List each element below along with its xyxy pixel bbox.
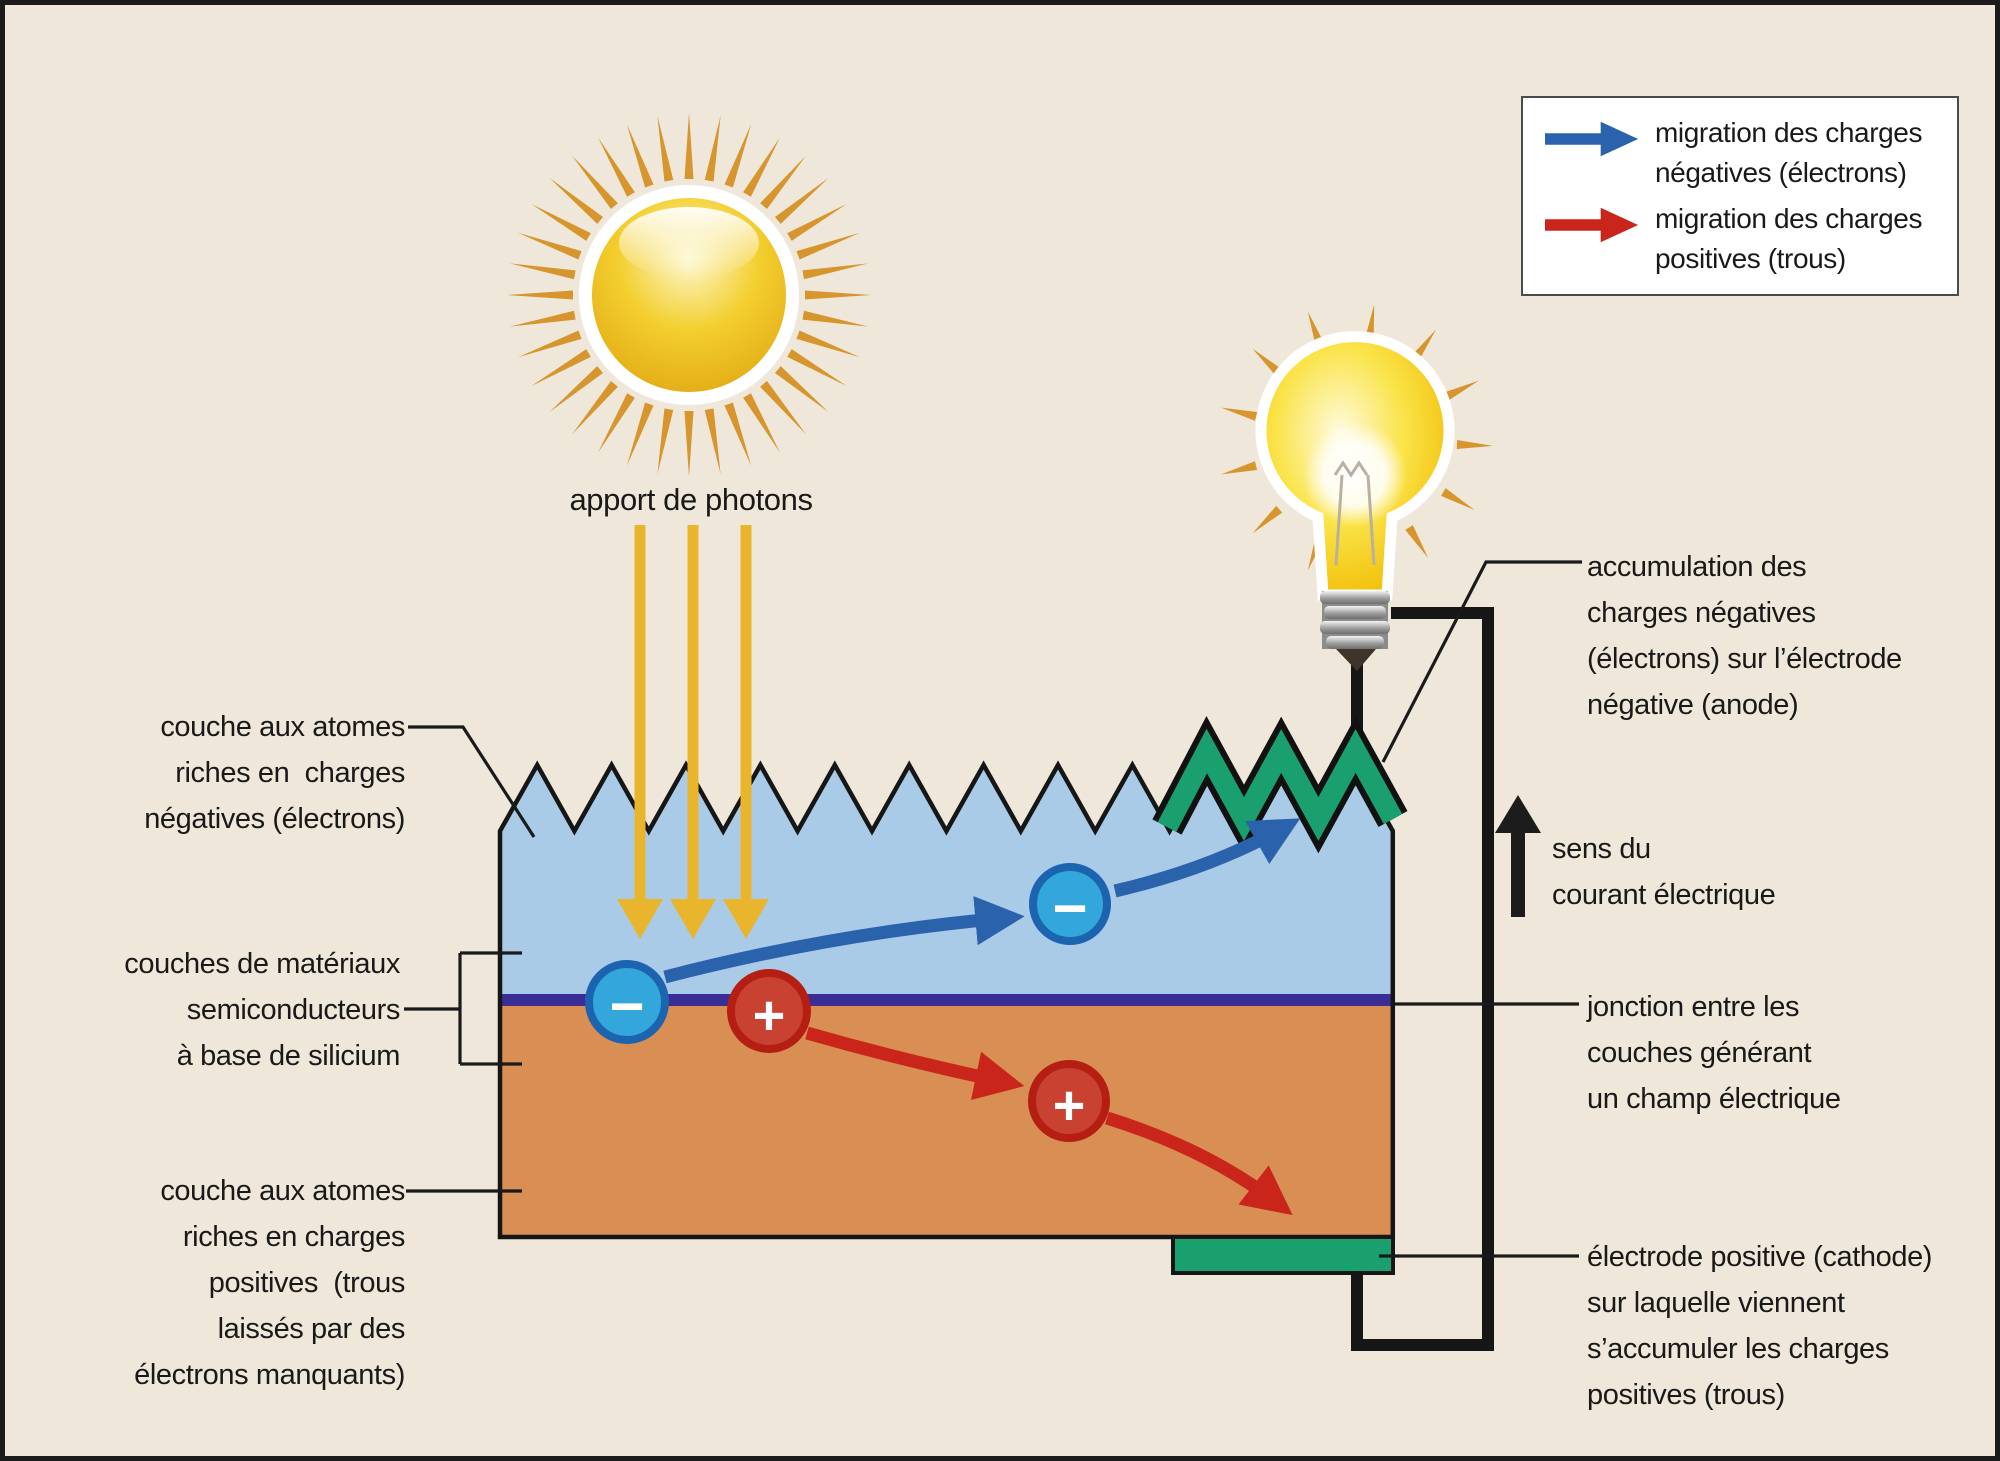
zigzag-green bbox=[1157, 728, 1403, 841]
legend-label-holes: migration des charges positives (trous) bbox=[1655, 203, 1923, 274]
wire-bulb-to-cathode bbox=[1351, 607, 1494, 1351]
electron-migration-arrow-1 bbox=[663, 896, 1025, 984]
pn-junction bbox=[500, 994, 1393, 1006]
positive-electrode-bar bbox=[1171, 1235, 1395, 1275]
current-direction-arrow bbox=[1495, 795, 1541, 917]
junction-label: jonction entre les couches générant un c… bbox=[1587, 991, 1841, 1115]
current-direction-label: sens du courant électrique bbox=[1552, 833, 1776, 911]
hole-migration-arrow-1 bbox=[805, 1026, 1025, 1101]
electron-circle bbox=[585, 960, 669, 1044]
semiconductor-label: couches de matériaux semiconducteurs à b… bbox=[124, 948, 400, 1072]
accumulation-label: accumulation des charges négatives (élec… bbox=[1587, 551, 1902, 721]
minus-sign: − bbox=[609, 973, 644, 1040]
photon-arrow bbox=[670, 525, 716, 939]
leader-n-layer bbox=[408, 725, 536, 838]
plus-sign: + bbox=[753, 984, 786, 1047]
photons-label: apport de photons bbox=[569, 482, 813, 517]
blue-arrow-shape bbox=[1545, 121, 1639, 157]
red-arrow-shape bbox=[1545, 207, 1639, 243]
positive-electrode-label: électrode positive (cathode) sur laquell… bbox=[1587, 1241, 1933, 1411]
legend: migration des charges négatives (électro… bbox=[1521, 96, 1959, 296]
minus-sign: − bbox=[1052, 875, 1087, 942]
electron-circle bbox=[1029, 863, 1111, 945]
sun-icon bbox=[507, 113, 871, 477]
diagram-canvas: − + − + bbox=[404, 113, 1582, 1351]
hole-circle bbox=[1028, 1060, 1110, 1142]
plus-sign: + bbox=[1053, 1074, 1086, 1137]
negative-electrode-zigzag bbox=[1152, 716, 1408, 854]
hole-migration-arrow-2 bbox=[1105, 1111, 1293, 1216]
red-arrow-icon bbox=[1545, 207, 1639, 243]
photon-arrow bbox=[723, 525, 769, 939]
p-layer-label: couche aux atomes riches en charges posi… bbox=[134, 1175, 405, 1391]
charge-carriers: − + − + bbox=[585, 863, 1111, 1142]
photon-arrow bbox=[617, 525, 663, 939]
legend-label-electrons: migration des charges négatives (électro… bbox=[1655, 117, 1923, 188]
light-bulb-icon bbox=[1220, 303, 1494, 671]
leader-accumulation bbox=[1381, 560, 1582, 763]
migration-arrows bbox=[663, 818, 1301, 1216]
blue-arrow-icon bbox=[1545, 121, 1639, 157]
photon-arrows bbox=[617, 525, 769, 939]
legend-item-holes: migration des charges positives (trous) bbox=[1539, 199, 1941, 279]
leader-semiconductor-bracket bbox=[404, 951, 522, 1066]
leader-lines bbox=[404, 560, 1582, 1258]
electron-migration-arrow-2 bbox=[1113, 818, 1301, 898]
n-layer-blue bbox=[500, 765, 1393, 1001]
hole-circle bbox=[727, 969, 811, 1053]
n-layer-label: couche aux atomes riches en charges néga… bbox=[144, 711, 405, 835]
legend-item-electrons: migration des charges négatives (électro… bbox=[1539, 113, 1941, 193]
